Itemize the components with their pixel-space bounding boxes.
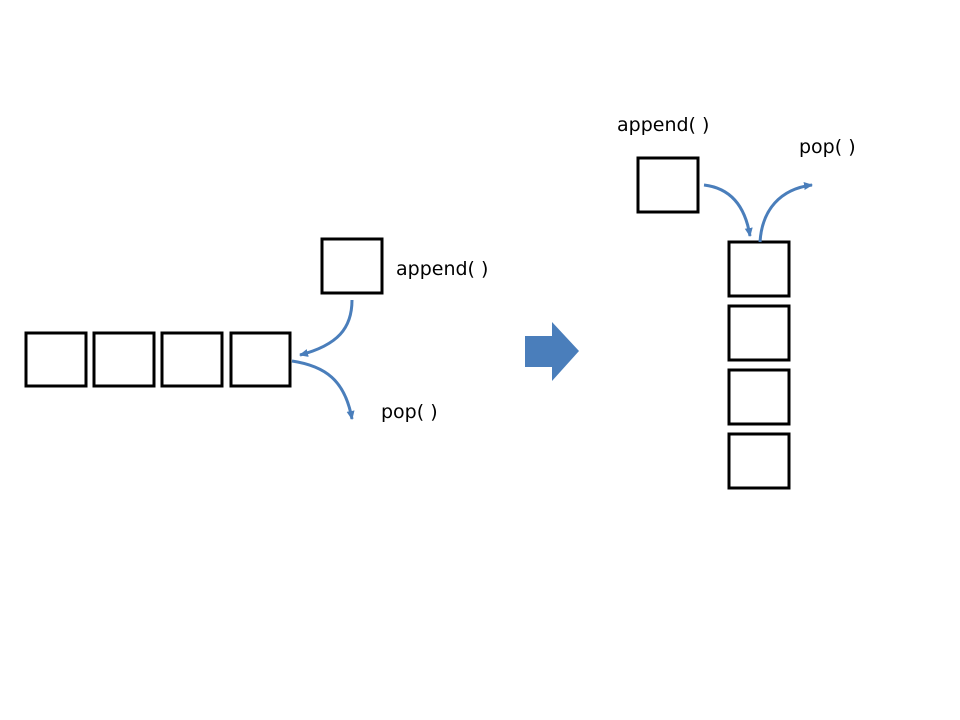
append-label: append( ) (396, 258, 488, 280)
stack-cell-3 (160, 331, 224, 388)
vertical-stack (727, 240, 791, 490)
stack-cell-3 (727, 368, 791, 426)
pop-arrow (758, 182, 813, 243)
transition-arrow (525, 322, 579, 381)
pop-label: pop( ) (799, 136, 856, 158)
append-arrow (299, 299, 354, 357)
append-arrow (703, 183, 753, 237)
stack-cell-2 (727, 304, 791, 362)
pop-arrow (291, 359, 355, 420)
append-label: append( ) (617, 114, 709, 136)
horizontal-stack (24, 331, 292, 388)
stack-cell-2 (92, 331, 156, 388)
stack-cell-bottom (727, 432, 791, 490)
pop-label: pop( ) (381, 401, 438, 423)
stack-cell-1 (24, 331, 88, 388)
stack-cell-top (727, 240, 791, 298)
incoming-element-box (636, 156, 700, 214)
incoming-element-box (320, 237, 384, 295)
stack-cell-4 (229, 331, 292, 388)
